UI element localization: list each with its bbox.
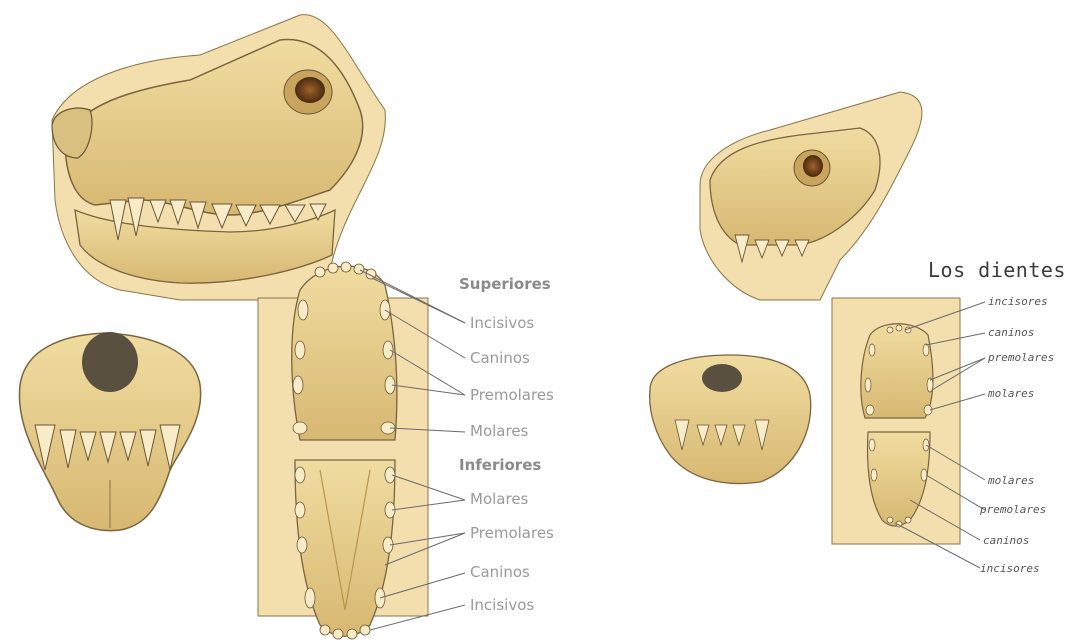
panel-title: Los dientes [928, 260, 1066, 280]
label-caninos-inferiores: Caninos [470, 565, 530, 580]
label-incisivos-superiores: Incisivos [470, 316, 534, 331]
label-incisivos-inferiores: Incisivos [470, 598, 534, 613]
label-molares-inferiores: molares [988, 475, 1034, 486]
eye-icon [803, 155, 823, 177]
nose-icon [82, 332, 138, 392]
label-caninos-superiores: caninos [988, 327, 1034, 338]
label-superiores: Superiores [459, 277, 551, 292]
label-caninos-superiores: Caninos [470, 351, 530, 366]
label-incisores-inferiores: incisores [980, 563, 1040, 574]
label-molares-superiores: molares [988, 388, 1034, 399]
label-caninos-inferiores: caninos [983, 535, 1029, 546]
label-premolares-superiores: Premolares [470, 388, 554, 403]
label-molares-inferiores: Molares [470, 492, 528, 507]
cat-jaws-ventral [832, 298, 960, 544]
dog-skull-frontal [19, 332, 200, 531]
label-premolares-inferiores: premolares [980, 504, 1046, 515]
dog-jaws-ventral [258, 262, 428, 639]
dog-skull-lateral [52, 15, 385, 300]
label-incisores-superiores: incisores [988, 296, 1048, 307]
cat-skull-frontal [650, 355, 811, 484]
label-premolares-superiores: premolares [988, 352, 1054, 363]
label-inferiores: Inferiores [459, 458, 541, 473]
nose-icon [702, 364, 742, 392]
cat-skull-lateral [700, 92, 922, 300]
label-molares-superiores: Molares [470, 424, 528, 439]
eye-icon [295, 77, 325, 103]
label-premolares-inferiores: Premolares [470, 526, 554, 541]
